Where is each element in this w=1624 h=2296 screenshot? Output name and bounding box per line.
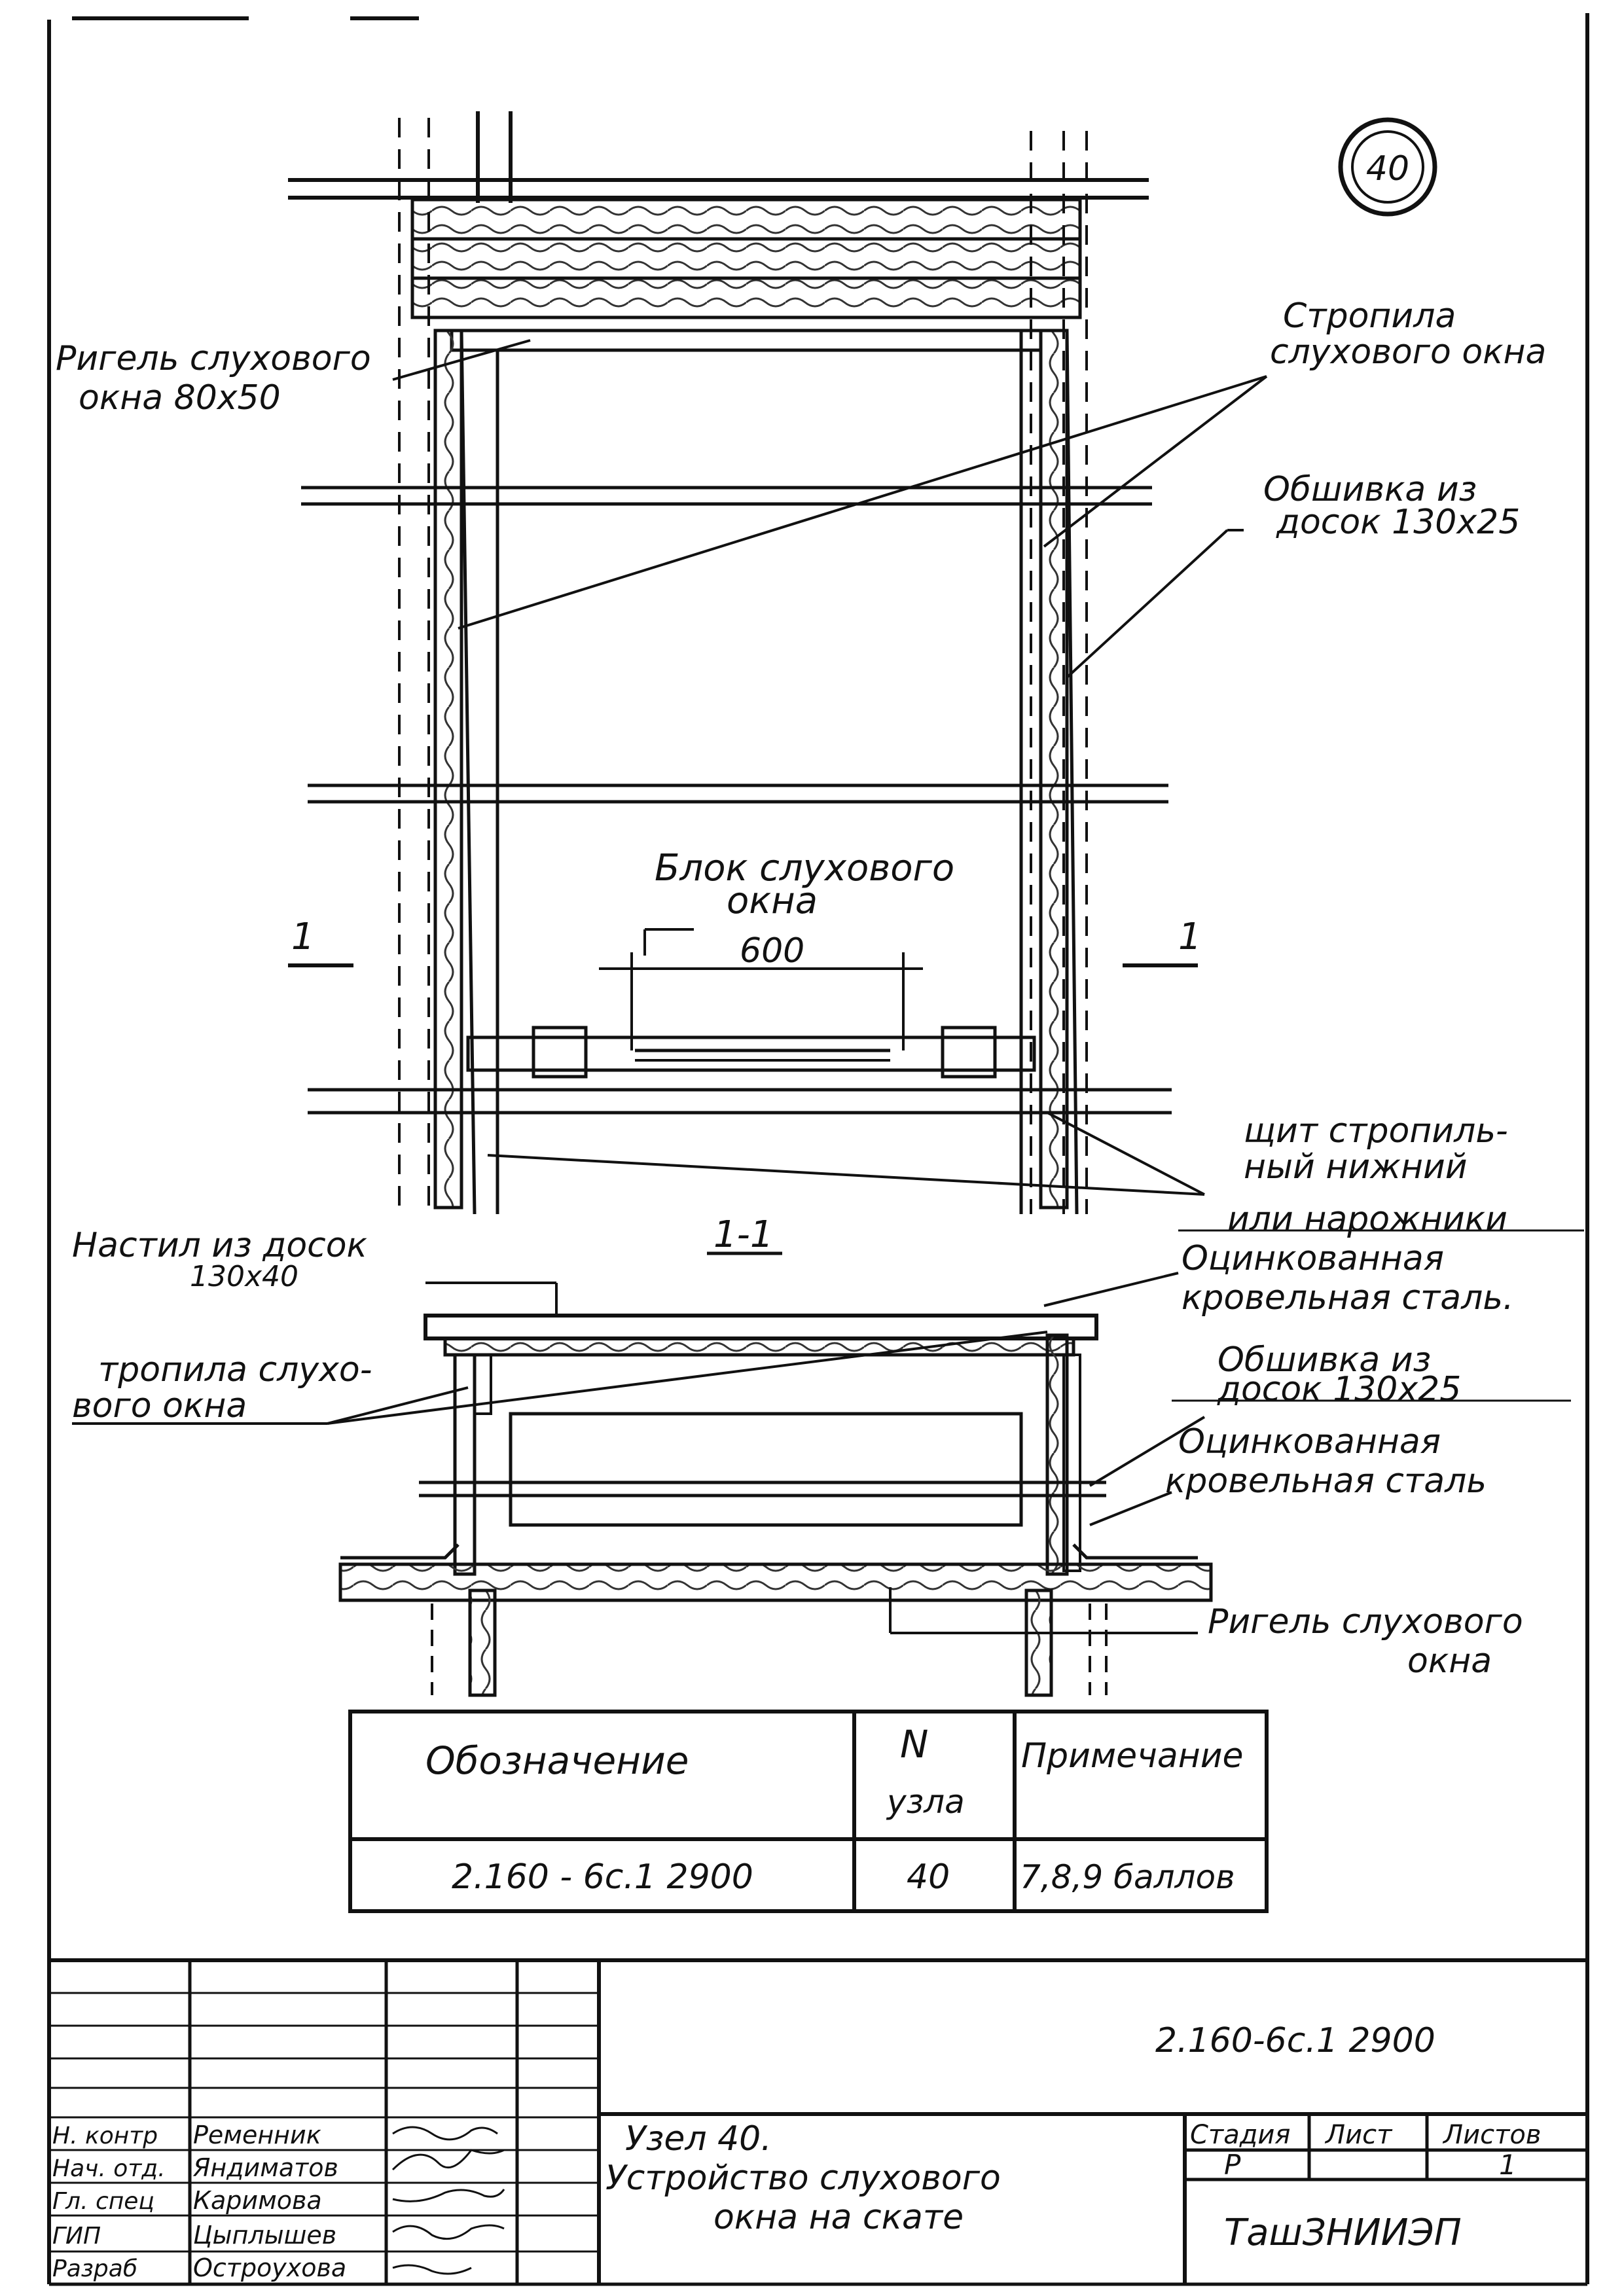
table-cell-node: 40 (907, 1857, 950, 1897)
name-2: Яндиматов (192, 2153, 338, 2182)
table-header-node: узла (886, 1783, 965, 1821)
name-4: Цыплышев (193, 2221, 336, 2250)
signature-5 (392, 2264, 472, 2275)
label-rigel-bottom-2: окна (1407, 1641, 1492, 1681)
doc-code: 2.160-6c.1 2900 (1155, 2021, 1435, 2060)
label-obshivka-top-2: досок 130х25 (1276, 503, 1520, 542)
label-stropila-top-1: Стропила (1283, 296, 1456, 336)
label-obshivka-bottom-2: досок 130х25 (1217, 1370, 1461, 1409)
sheet-frame (47, 13, 1589, 2286)
stage-header: Стадия (1190, 2120, 1290, 2150)
name-1: Ременник (193, 2121, 321, 2149)
node-badge: 40 (1338, 117, 1437, 217)
dimension-600: 600 (740, 931, 804, 971)
signature-1 (392, 2126, 498, 2141)
label-stropila-top-2: слухового окна (1270, 332, 1546, 372)
node-badge-number: 40 (1366, 149, 1409, 188)
plan-view (288, 111, 1268, 1215)
label-ocink-top-1: Оцинкованная (1182, 1239, 1444, 1278)
label-obshivka-bottom-1: Обшивка из (1218, 1340, 1431, 1380)
label-shchit-2: ный нижний (1244, 1147, 1468, 1187)
label-obshivka-top-1: Обшивка из (1263, 470, 1477, 509)
role-5: Разраб (52, 2255, 137, 2282)
name-3: Каримова (193, 2186, 322, 2215)
title-block-text: 2.160-6c.1 2900 Н. контр Нач. отд. Гл. с… (52, 2021, 1541, 2282)
stage-value: Р (1224, 2149, 1241, 2181)
label-blok-2: окна (727, 880, 818, 922)
sheet-header: Лист (1324, 2120, 1393, 2150)
label-rigel-bottom-1: Ригель слухового (1208, 1602, 1523, 1641)
label-ocink-bottom-2: кровельная сталь (1165, 1462, 1487, 1501)
label-shchit-1: щит стропиль- (1244, 1111, 1508, 1151)
role-1: Н. контр (52, 2123, 158, 2149)
label-narozhniki: или нарожники (1227, 1200, 1507, 1239)
role-2: Нач. отд. (52, 2155, 166, 2182)
section-title: 1-1 (713, 1213, 773, 1256)
label-stropila-bottom-2: вого окна (72, 1386, 247, 1426)
label-rigel-top-1: Ригель слухового (56, 339, 371, 378)
specification-table (348, 1710, 1269, 1913)
table-text: Обозначение N узла Примечание 2.160 - 6c… (425, 1722, 1244, 1897)
table-cell-note: 7,8,9 баллов (1020, 1858, 1235, 1896)
sheets-header: Листов (1442, 2120, 1541, 2150)
annotations: Ригель слухового окна 80х50 Стропила слу… (56, 296, 1546, 1681)
title-line-2: Устройство слухового (605, 2159, 1001, 2198)
role-4: ГИП (52, 2223, 101, 2250)
label-ocink-bottom-1: Оцинкованная (1178, 1422, 1441, 1462)
signature-2 (391, 2149, 505, 2171)
signature-4 (392, 2224, 505, 2240)
title-block (49, 1958, 1587, 2284)
table-header-note: Примечание (1021, 1736, 1244, 1776)
table-header-n: N (900, 1722, 928, 1767)
label-blok-1: Блок слухового (655, 847, 954, 889)
label-stropila-bottom-1: тропила слухо- (98, 1350, 372, 1390)
label-rigel-top-2: окна 80х50 (79, 378, 281, 418)
signature-3 (392, 2189, 505, 2202)
section-view (72, 1229, 1584, 1697)
label-nastil-1: Настил из досок (72, 1226, 368, 1265)
title-line-3: окна на скате (713, 2198, 964, 2237)
title-line-1: Узел 40. (625, 2119, 772, 2159)
label-nastil-2: 130х40 (190, 1260, 298, 1293)
name-5: Остроухова (193, 2253, 346, 2282)
sheets-value: 1 (1499, 2149, 1517, 2181)
section-mark-left: 1 (291, 916, 315, 958)
role-3: Гл. спец (52, 2188, 154, 2215)
label-ocink-top-2: кровельная сталь. (1182, 1278, 1514, 1318)
table-header-designation: Обозначение (425, 1738, 689, 1783)
table-cell-designation: 2.160 - 6c.1 2900 (452, 1857, 753, 1897)
section-mark-right: 1 (1178, 916, 1202, 958)
organization: ТашЗНИИЭП (1224, 2212, 1462, 2254)
